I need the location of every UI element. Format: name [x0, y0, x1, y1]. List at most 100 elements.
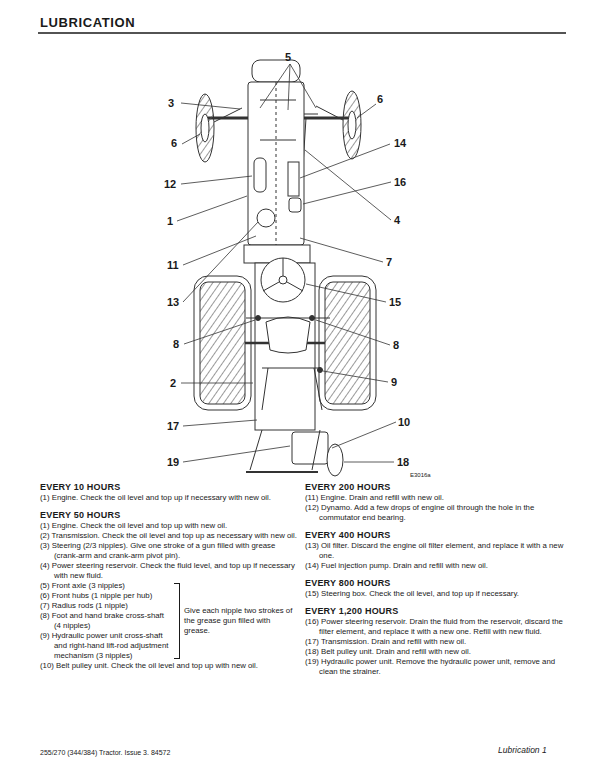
callout-number: 7	[386, 256, 392, 268]
front-hub	[348, 111, 356, 139]
interval-heading: EVERY 800 HOURS	[305, 578, 567, 589]
leader-lines	[305, 150, 391, 220]
rear-fender	[194, 276, 251, 410]
callout-number: 15	[389, 296, 401, 308]
title-rule	[38, 32, 566, 34]
callout-number: 19	[167, 456, 179, 468]
drawbar	[246, 471, 318, 473]
rear-wheel	[200, 282, 245, 404]
lift-arm	[262, 368, 268, 410]
leader-lines	[183, 222, 258, 302]
instruction-column: EVERY 200 HOURS(11) Engine. Drain and re…	[305, 482, 567, 677]
callout-number: 2	[170, 377, 176, 389]
steering-wheel	[261, 258, 305, 302]
leader-lines	[181, 103, 240, 109]
front-wheel	[196, 94, 214, 162]
rear-wheel	[325, 282, 370, 404]
radiator	[252, 60, 300, 82]
instruction-item: (2) Transmission. Check the oil level an…	[40, 531, 298, 541]
leader-lines	[260, 64, 290, 108]
steering-arm	[214, 108, 242, 122]
callout-number: 8	[393, 339, 399, 351]
callout-number: 10	[398, 416, 410, 428]
interval-heading: EVERY 1,200 HOURS	[305, 606, 567, 617]
instruction-item: (12) Dynamo. Add a few drops of engine o…	[305, 503, 567, 523]
leader-lines	[183, 236, 256, 265]
steering-arm	[316, 106, 343, 120]
tractor-outline	[194, 60, 376, 476]
steering-reservoir	[289, 198, 301, 212]
seat	[266, 317, 310, 353]
oil-filter	[257, 209, 275, 227]
instruction-column: EVERY 10 HOURS(1) Engine. Check the oil …	[40, 482, 298, 671]
callout-number: 3	[168, 97, 174, 109]
instruction-item: (8) Foot and hand brake cross-shaft (4 n…	[40, 611, 172, 631]
interval-heading: EVERY 50 HOURS	[40, 510, 298, 521]
bracket	[174, 583, 180, 659]
leader-lines	[183, 420, 257, 426]
leader-lines	[357, 104, 376, 118]
instruction-item: (1) Engine. Check the oil level and top …	[40, 493, 298, 503]
bracket-items: (5) Front axle (3 nipples)(6) Front hubs…	[40, 581, 172, 661]
instruction-item: (11) Engine. Drain and refill with new o…	[305, 493, 567, 503]
callout-number: 5	[285, 51, 291, 63]
steering-spoke	[287, 282, 303, 291]
instruction-item: (13) Oil filter. Discard the engine oil …	[305, 541, 567, 561]
leader-lines	[181, 176, 252, 184]
instruction-item: (15) Steering box. Check the oil level, …	[305, 589, 567, 599]
instruction-item: (16) Power steering reservoir. Drain the…	[305, 617, 567, 637]
callout-number: 18	[397, 456, 409, 468]
leader-lines	[300, 144, 390, 178]
grease-nipple	[310, 316, 315, 321]
callout-number: 4	[394, 214, 400, 226]
leader-lines	[316, 320, 390, 345]
instruction-item: (9) Hydraulic power unit cross-shaft and…	[40, 631, 172, 661]
callout-number: 8	[173, 338, 179, 350]
leader-lines	[181, 383, 253, 384]
front-wheel	[343, 91, 361, 159]
callout-number: 12	[164, 178, 176, 190]
leader-lines	[303, 182, 391, 204]
instruction-item: (7) Radius rods (1 nipple)	[40, 601, 172, 611]
instruction-item: (10) Belt pulley unit. Check the oil lev…	[40, 661, 298, 671]
leader-lines	[323, 371, 388, 382]
front-hub	[201, 114, 209, 142]
instruction-item: (3) Steering (2/3 nipples). Give one str…	[40, 541, 298, 561]
bracket-note: Give each nipple two strokes of the grea…	[184, 606, 296, 636]
callout-number: 17	[167, 420, 179, 432]
grease-nipple	[318, 368, 323, 373]
belt-pulley-unit	[292, 432, 328, 464]
instruction-item: (18) Belt pulley unit. Drain and refill …	[305, 647, 567, 657]
instruction-item: (19) Hydraulic power unit. Remove the hy…	[305, 657, 567, 677]
instruction-item: (1) Engine. Check the oil level and top …	[40, 521, 298, 531]
grease-nipple	[256, 316, 261, 321]
rear-fender	[319, 276, 376, 410]
callout-number: 11	[167, 259, 179, 271]
leader-lines	[288, 64, 290, 110]
lift-cross-shaft	[262, 368, 320, 369]
interval-heading: EVERY 10 HOURS	[40, 482, 298, 493]
bracket-group: (5) Front axle (3 nipples)(6) Front hubs…	[40, 581, 298, 661]
footer-reference: 255/270 (344/384) Tractor. Issue 3. 8457…	[40, 748, 170, 757]
instruction-item: (14) Fuel injection pump. Drain and refi…	[305, 561, 567, 571]
callout-number: 6	[377, 93, 383, 105]
dynamo	[254, 158, 266, 192]
leader-lines	[182, 134, 200, 144]
steering-spoke	[263, 282, 279, 291]
instruction-item: (17) Transmission. Drain and refill with…	[305, 637, 567, 647]
lower-link	[250, 430, 320, 470]
leader-lines	[183, 446, 290, 462]
leader-lines	[290, 64, 316, 108]
bonnet-centre	[276, 82, 277, 245]
page-number: Lubrication 1	[498, 746, 547, 755]
leader-lines	[184, 320, 255, 344]
callout-number: 14	[394, 137, 406, 149]
leader-lines	[177, 196, 247, 221]
fuel-injection-pump	[288, 162, 299, 196]
leader-lines	[300, 238, 383, 262]
page-title: LUBRICATION	[40, 15, 135, 30]
bonnet	[248, 82, 304, 245]
callout-number: 1	[167, 215, 173, 227]
callout-number: 9	[391, 376, 397, 388]
